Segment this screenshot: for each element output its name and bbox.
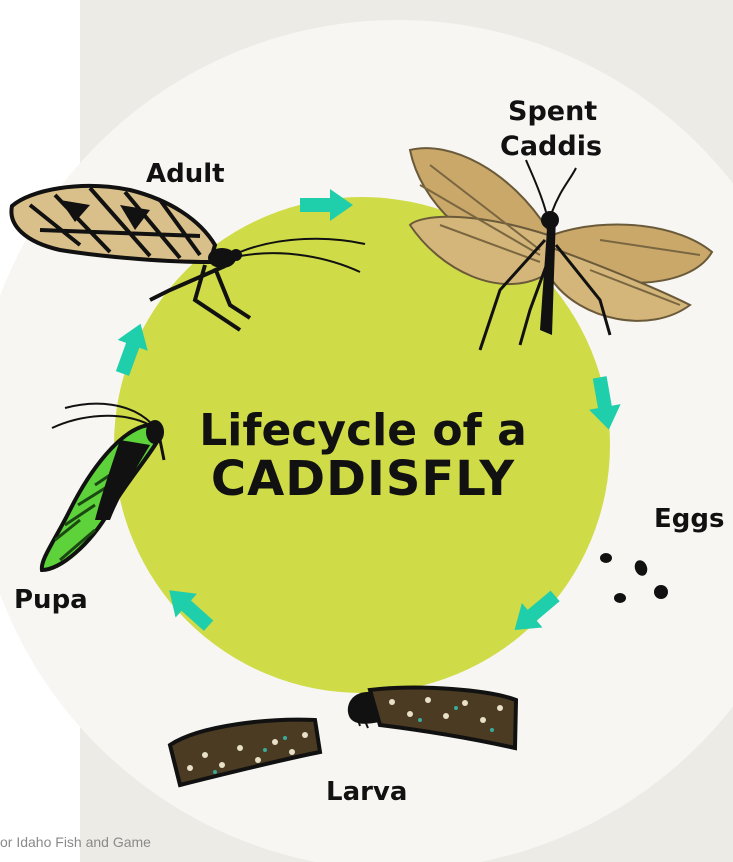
title-line-2: CADDISFLY xyxy=(163,454,563,504)
image-credit: or Idaho Fish and Game xyxy=(0,834,151,850)
stage-label-pupa: Pupa xyxy=(14,586,88,616)
stage-label-eggs: Eggs xyxy=(654,505,724,535)
stage-label-adult: Adult xyxy=(146,160,225,190)
diagram-title: Lifecycle of a CADDISFLY xyxy=(163,408,563,505)
stage-label-larva: Larva xyxy=(326,778,407,808)
stage-label-spent-caddis-line2: Caddis xyxy=(500,131,602,162)
title-line-1: Lifecycle of a xyxy=(163,408,563,454)
stage-label-spent-caddis-line1: Spent xyxy=(508,96,597,127)
